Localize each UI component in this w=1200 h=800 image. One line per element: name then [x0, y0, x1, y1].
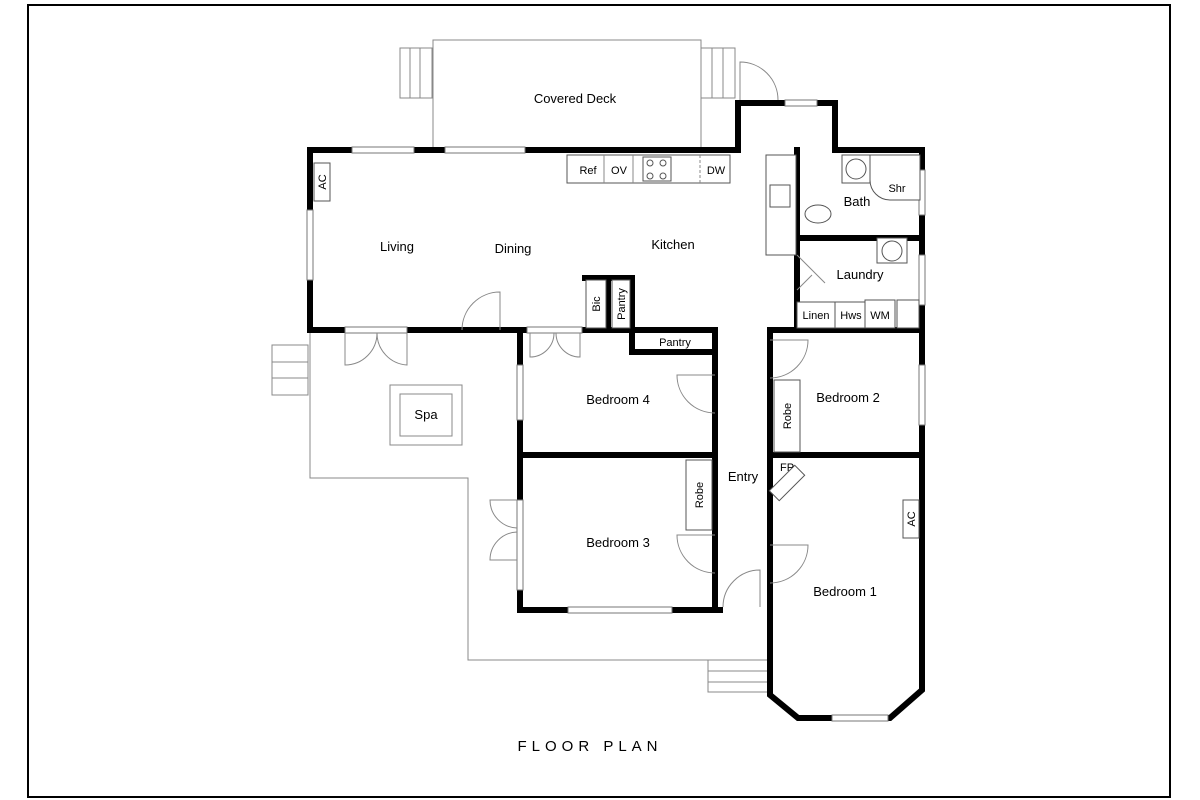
label-shr: Shr — [888, 183, 905, 195]
doors — [344, 61, 826, 608]
outdoor-areas — [271, 39, 770, 693]
room-label-bedroom3: Bedroom 3 — [586, 535, 650, 550]
label-pantry-small: Pantry — [616, 288, 628, 320]
room-label-bedroom4: Bedroom 4 — [586, 392, 650, 407]
label-bic: Bic — [591, 296, 603, 312]
walls — [307, 100, 925, 721]
room-label-entry: Entry — [728, 469, 759, 484]
plan-title: FLOOR PLAN — [517, 738, 662, 755]
page-frame — [27, 4, 1171, 798]
label-ov: OV — [611, 165, 628, 177]
room-label-kitchen: Kitchen — [651, 237, 694, 252]
spa — [389, 384, 463, 446]
label-dw: DW — [707, 165, 726, 177]
label-wm: WM — [870, 310, 890, 322]
room-label-living: Living — [380, 239, 414, 254]
label-ref: Ref — [579, 165, 597, 177]
room-labels: Covered Deck Living Dining Kitchen Bath … — [317, 91, 918, 599]
fixtures — [313, 154, 921, 539]
room-label-laundry: Laundry — [837, 267, 884, 282]
label-pantry: Pantry — [659, 337, 691, 349]
room-label-bath: Bath — [844, 194, 871, 209]
label-robe-bedroom2: Robe — [782, 403, 794, 429]
room-label-spa: Spa — [414, 407, 438, 422]
room-label-bedroom1: Bedroom 1 — [813, 584, 877, 599]
room-label-dining: Dining — [495, 241, 532, 256]
label-linen: Linen — [803, 310, 830, 322]
label-ac-bedroom1: AC — [906, 511, 918, 526]
windows — [306, 99, 926, 722]
label-fp: FP — [780, 462, 794, 474]
room-label-covered-deck: Covered Deck — [534, 91, 617, 106]
label-robe-bedroom3: Robe — [694, 482, 706, 508]
label-ac-living: AC — [317, 174, 329, 189]
room-label-bedroom2: Bedroom 2 — [816, 390, 880, 405]
label-hws: Hws — [840, 310, 862, 322]
